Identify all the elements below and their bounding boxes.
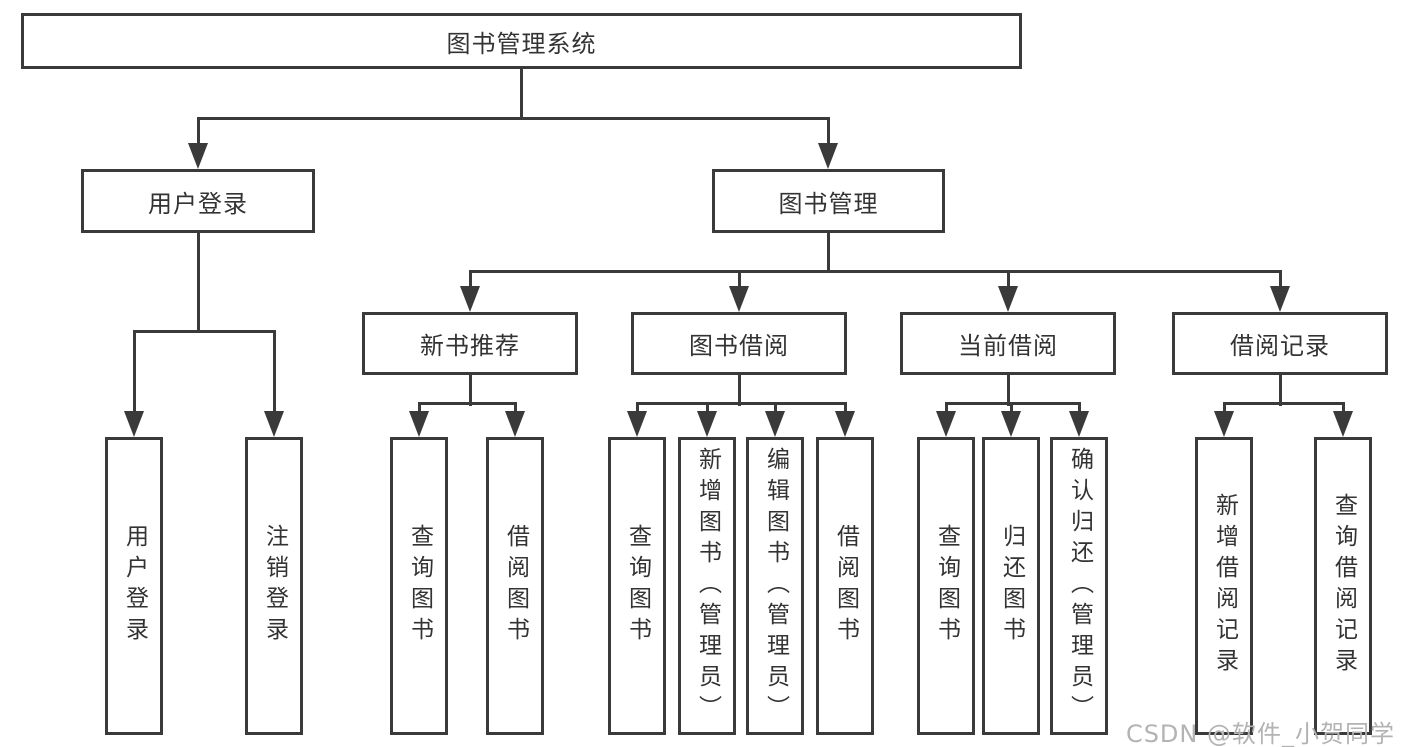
node-library-system: 图书管理系统 <box>21 13 1022 69</box>
connector-vline <box>520 69 523 120</box>
connector-vline <box>706 402 709 414</box>
connector-vline <box>1223 402 1226 414</box>
connector-vline <box>514 402 517 414</box>
node-borrow-records: 借阅记录 <box>1172 312 1388 375</box>
leaf-return-books: 归还图书 <box>982 437 1040 735</box>
connector-arrow-down-icon <box>409 411 429 437</box>
connector-arrow-down-icon <box>505 411 525 437</box>
connector-arrow-down-icon <box>1001 411 1021 437</box>
leaf-query-books-recommend-label: 查询图书 <box>406 524 433 648</box>
connector-arrow-down-icon <box>936 411 956 437</box>
connector-hline <box>418 402 517 405</box>
leaf-confirm-return-admin-label: 确认归还（管理员） <box>1066 446 1093 726</box>
connector-arrow-down-icon <box>835 411 855 437</box>
connector-arrow-down-icon <box>124 411 144 437</box>
connector-vline <box>1007 270 1010 290</box>
connector-vline <box>827 233 830 273</box>
connector-arrow-down-icon <box>1214 411 1234 437</box>
leaf-return-books-label: 归还图书 <box>998 524 1025 648</box>
connector-hline <box>133 330 276 333</box>
connector-vline <box>774 402 777 414</box>
connector-arrow-down-icon <box>1069 411 1089 437</box>
leaf-borrow-books-borrowing-label: 借阅图书 <box>832 524 859 648</box>
leaf-borrow-books-recommend-label: 借阅图书 <box>502 524 529 648</box>
connector-hline <box>636 402 847 405</box>
connector-hline <box>1223 402 1345 405</box>
connector-vline <box>738 375 741 406</box>
leaf-borrow-books-recommend: 借阅图书 <box>486 437 544 735</box>
connector-arrow-down-icon <box>818 143 838 169</box>
connector-vline <box>1010 402 1013 414</box>
connector-vline <box>1279 270 1282 290</box>
connector-vline <box>844 402 847 414</box>
leaf-edit-books-admin-label: 编辑图书（管理员） <box>762 446 789 726</box>
connector-hline <box>469 270 1282 273</box>
leaf-query-borrow-record-label: 查询借阅记录 <box>1330 493 1357 679</box>
connector-vline <box>273 330 276 414</box>
connector-arrow-down-icon <box>765 411 785 437</box>
connector-vline <box>1342 402 1345 414</box>
node-book-borrowing: 图书借阅 <box>631 312 847 375</box>
connector-arrow-down-icon <box>729 286 749 312</box>
leaf-add-borrow-record-label: 新增借阅记录 <box>1211 493 1238 679</box>
connector-arrow-down-icon <box>264 411 284 437</box>
connector-vline <box>945 402 948 414</box>
connector-vline <box>738 270 741 290</box>
connector-vline <box>1078 402 1081 414</box>
connector-arrow-down-icon <box>697 411 717 437</box>
connector-vline <box>469 375 472 406</box>
connector-vline <box>197 117 200 148</box>
connector-vline <box>1279 375 1282 406</box>
connector-arrow-down-icon <box>188 143 208 169</box>
connector-arrow-down-icon <box>1270 286 1290 312</box>
leaf-user-login: 用户登录 <box>105 437 163 735</box>
connector-arrow-down-icon <box>1333 411 1353 437</box>
leaf-logout: 注销登录 <box>245 437 303 735</box>
leaf-query-books-current: 查询图书 <box>917 437 975 735</box>
leaf-query-borrow-record: 查询借阅记录 <box>1314 437 1372 735</box>
connector-vline <box>1007 375 1010 406</box>
connector-vline <box>827 117 830 148</box>
leaf-logout-label: 注销登录 <box>261 524 288 648</box>
connector-arrow-down-icon <box>998 286 1018 312</box>
node-current-borrowing: 当前借阅 <box>900 312 1116 375</box>
node-new-book-recommend: 新书推荐 <box>362 312 578 375</box>
connector-hline <box>197 117 830 120</box>
leaf-query-books-borrowing: 查询图书 <box>608 437 666 735</box>
csdn-watermark: CSDN @软件_小贺同学 <box>1125 720 1395 747</box>
connector-vline <box>418 402 421 414</box>
node-book-management: 图书管理 <box>712 169 945 233</box>
leaf-query-books-current-label: 查询图书 <box>933 524 960 648</box>
connector-vline <box>133 330 136 414</box>
leaf-query-books-borrowing-label: 查询图书 <box>624 524 651 648</box>
connector-vline <box>197 233 200 333</box>
leaf-add-books-admin: 新增图书（管理员） <box>678 437 736 735</box>
leaf-edit-books-admin: 编辑图书（管理员） <box>746 437 804 735</box>
leaf-borrow-books-borrowing: 借阅图书 <box>816 437 874 735</box>
node-user-login: 用户登录 <box>81 169 315 233</box>
leaf-add-books-admin-label: 新增图书（管理员） <box>694 446 721 726</box>
connector-arrow-down-icon <box>627 411 647 437</box>
connector-arrow-down-icon <box>460 286 480 312</box>
connector-hline <box>945 402 1081 405</box>
leaf-user-login-label: 用户登录 <box>121 524 148 648</box>
connector-vline <box>469 270 472 290</box>
connector-vline <box>636 402 639 414</box>
leaf-add-borrow-record: 新增借阅记录 <box>1195 437 1253 735</box>
leaf-confirm-return-admin: 确认归还（管理员） <box>1050 437 1108 735</box>
leaf-query-books-recommend: 查询图书 <box>390 437 448 735</box>
